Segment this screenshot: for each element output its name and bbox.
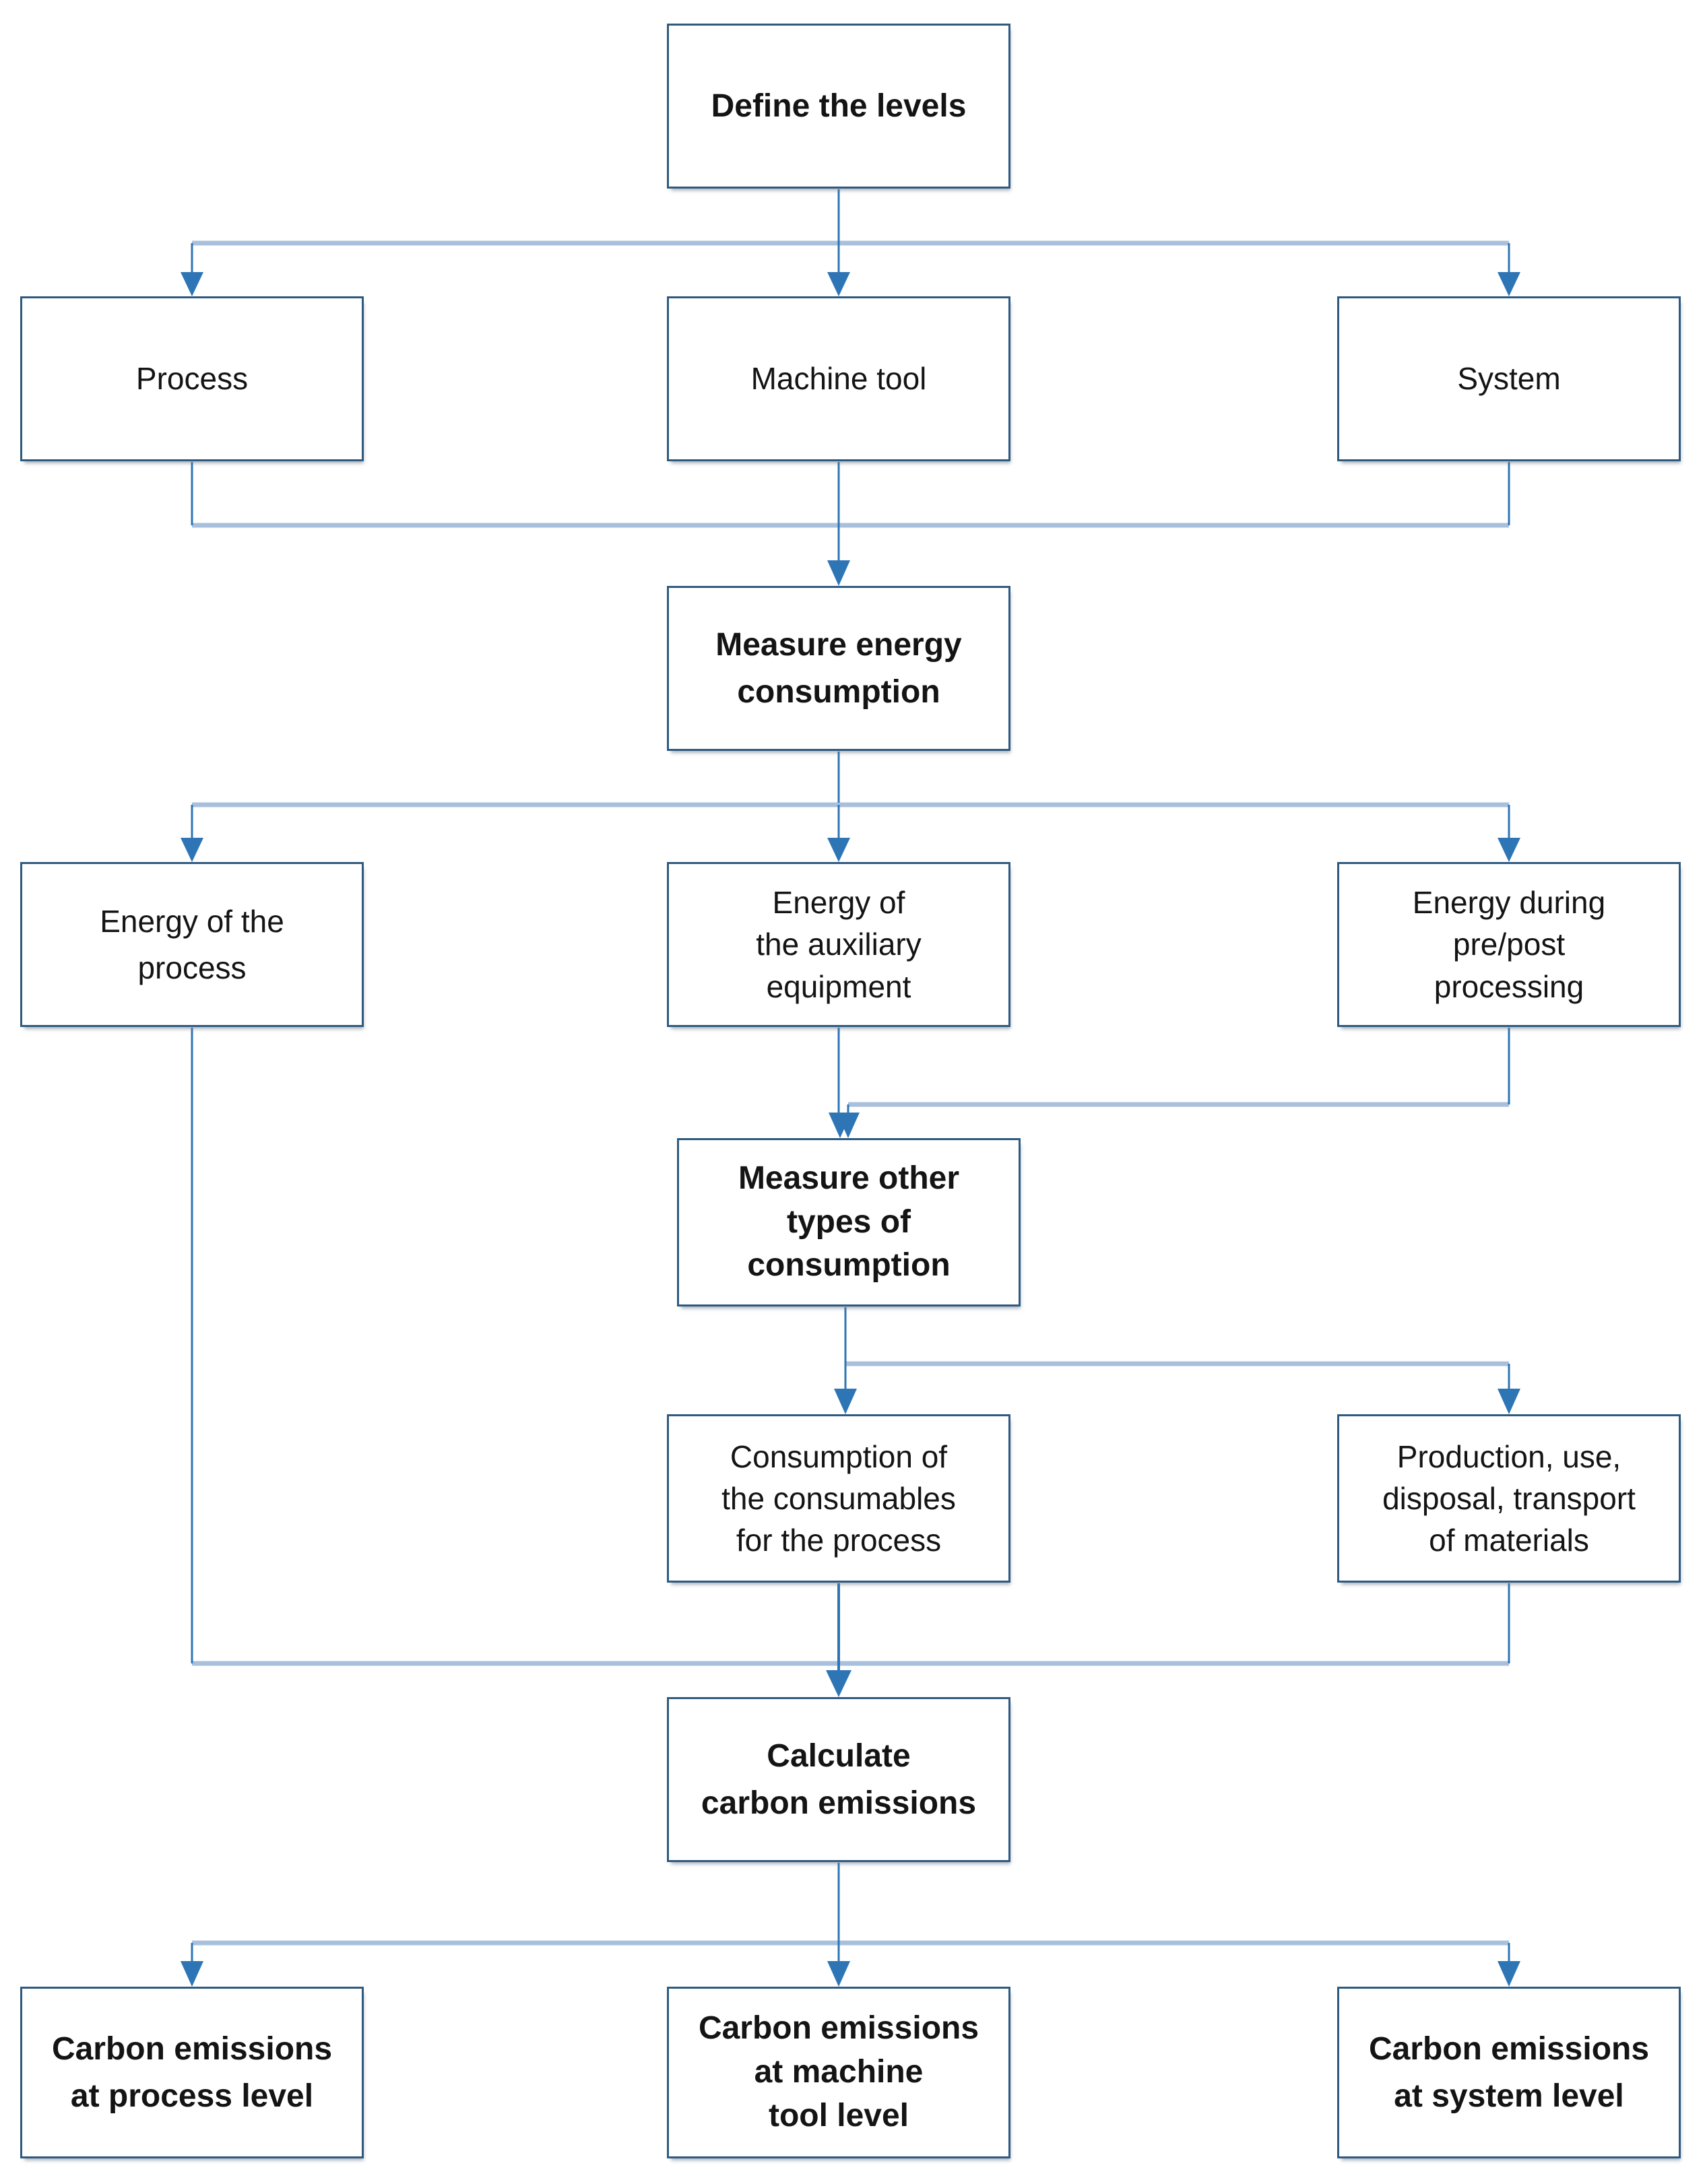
arrowhead-consumables — [834, 1389, 857, 1414]
arrowhead-system — [1498, 272, 1520, 296]
arrowhead-energy-process — [181, 838, 203, 862]
node-measure-other: Measure other types of consumption — [677, 1138, 1021, 1306]
arrowhead-process — [181, 272, 203, 296]
arrowhead-measure-energy — [827, 560, 850, 586]
arrowhead-calculate — [826, 1670, 851, 1697]
arrowhead-ce-process — [181, 1961, 203, 1987]
node-measure-energy: Measure energy consumption — [667, 586, 1010, 751]
arrowhead-machine-tool — [827, 272, 850, 296]
arrowhead-ce-machine — [827, 1961, 850, 1987]
node-define-levels: Define the levels — [667, 24, 1010, 189]
node-machine-tool: Machine tool — [667, 296, 1010, 461]
node-energy-process: Energy of the process — [20, 862, 364, 1027]
node-calculate: Calculate carbon emissions — [667, 1697, 1010, 1862]
arrowhead-measure-other-b — [837, 1113, 860, 1138]
arrowhead-energy-prepost — [1498, 838, 1520, 862]
node-production: Production, use, disposal, transport of … — [1337, 1414, 1681, 1583]
arrowhead-energy-auxiliary — [827, 838, 850, 862]
node-ce-machine: Carbon emissions at machine tool level — [667, 1987, 1010, 2158]
arrowhead-ce-system — [1498, 1961, 1520, 1987]
node-consumables: Consumption of the consumables for the p… — [667, 1414, 1010, 1583]
node-process: Process — [20, 296, 364, 461]
node-energy-auxiliary: Energy of the auxiliary equipment — [667, 862, 1010, 1027]
node-energy-prepost: Energy during pre/post processing — [1337, 862, 1681, 1027]
node-ce-process: Carbon emissions at process level — [20, 1987, 364, 2158]
arrowhead-production — [1498, 1389, 1520, 1414]
node-ce-system: Carbon emissions at system level — [1337, 1987, 1681, 2158]
node-system: System — [1337, 296, 1681, 461]
